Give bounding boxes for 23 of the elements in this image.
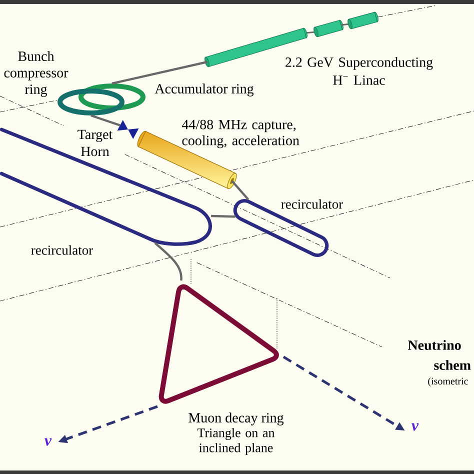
beam-line bbox=[112, 60, 208, 85]
storage-ring bbox=[78, 84, 146, 110]
title-text: Neutrino bbox=[408, 340, 461, 350]
target-horn bbox=[117, 120, 139, 140]
storage-ring bbox=[58, 88, 124, 116]
beam-line bbox=[210, 214, 236, 218]
part-label: Target Horn bbox=[78, 130, 113, 156]
subtitle-text: (isometric bbox=[428, 377, 468, 387]
part-label: 44/88 MHz capture, cooling, acceleration bbox=[182, 120, 300, 148]
part-label: recirculator bbox=[281, 199, 343, 209]
beam-line bbox=[90, 114, 120, 126]
nu-label: ν bbox=[44, 438, 52, 446]
beam-line bbox=[231, 180, 250, 200]
nu-label: ν bbox=[412, 423, 419, 431]
part-label: recirculator bbox=[31, 245, 93, 255]
part-label: 2.2 GeV Superconducting H$^{−}$ Linac bbox=[286, 57, 433, 85]
part-label: Accumulator ring bbox=[154, 84, 254, 96]
part-label: Bunch compressor ring bbox=[4, 51, 68, 97]
title-text: schem bbox=[434, 360, 471, 370]
part-label: Triangle on an inclined plane bbox=[197, 428, 275, 455]
decay-ring bbox=[158, 284, 279, 404]
beam-line bbox=[154, 242, 182, 281]
part-label: Muon decay ring bbox=[188, 412, 284, 426]
